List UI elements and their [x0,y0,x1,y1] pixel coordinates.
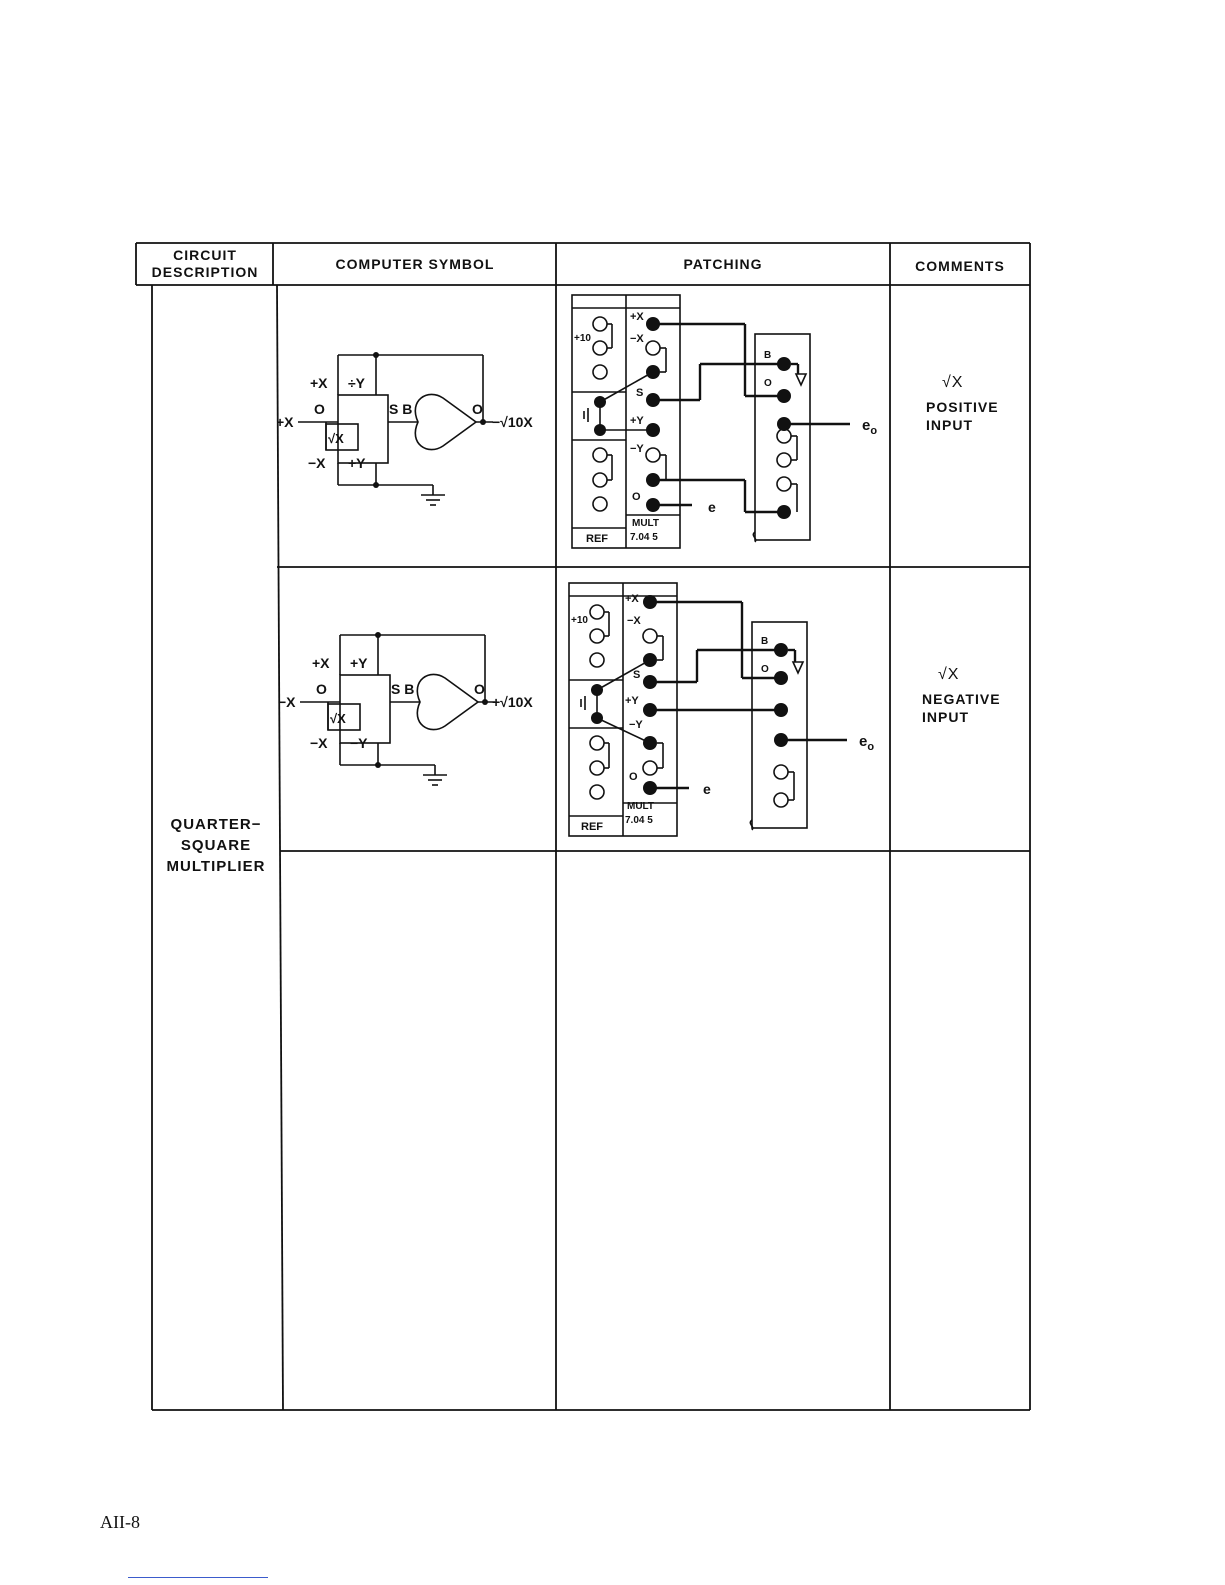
symbol-sqrt: √X [330,711,346,726]
symbol-bottom-right: −Y [350,735,368,751]
patch-label-minus-x: −X [630,333,644,345]
patch-label-e: e [703,781,711,797]
patch-label-plus-y: +Y [625,695,639,707]
symbol-amp-o: O [472,401,483,417]
patch-label-minus-y: −Y [629,719,643,731]
symbol-input-left: +X [278,414,294,430]
symbol-output: −√10X [492,414,533,430]
symbol-input-left: −X [280,694,296,710]
patch-label-plus-x: +X [630,311,644,323]
patch-label-mult-number: 7.04 5 [625,815,653,826]
patch-label-mult: MULT [627,801,654,812]
symbol-top-left: +X [310,375,328,391]
patch-label-plus10: +10 [574,333,591,344]
patch-label-plus-y: +Y [630,415,644,427]
patch-label-s: S [636,387,643,399]
description-line-2: SQUARE [160,835,272,856]
comment-2-symbol: √X [938,666,1001,684]
patch-label-eo: eo [862,417,877,437]
patch-label-ref: REF [586,533,608,545]
patch-label-ref: REF [581,821,603,833]
symbol-sqrt: √X [328,431,344,446]
description-line-3: MULTIPLIER [160,856,272,877]
computer-symbol-diagram-1: +X ÷Y O +X √X S B O −√10X −X +Y [278,340,558,540]
patch-label-minus-x: −X [627,615,641,627]
patch-label-b: B [764,350,771,361]
symbol-bottom-left: −X [310,735,328,751]
comment-2-line-1: NEGATIVE [922,690,1001,708]
symbol-sb: S B [391,681,414,697]
symbol-amp-o: O [474,681,485,697]
patching-diagram-1: +10 REF +X −X S +Y −Y O MULT 7.04 5 B O … [560,290,890,555]
symbol-sb: S B [389,401,412,417]
header-comments: COMMENTS [894,258,1026,275]
patch-label-mult: MULT [632,518,659,529]
patch-label-b: B [761,636,768,647]
header-patching: PATCHING [560,256,886,273]
patch-label-eo: eo [859,733,874,753]
symbol-port-o: O [316,681,327,697]
header-circuit-description: CIRCUIT DESCRIPTION [142,247,268,281]
symbol-output: +√10X [492,694,533,710]
header-computer-symbol: COMPUTER SYMBOL [280,256,550,273]
symbol-top-left: +X [312,655,330,671]
comment-1-symbol: √X [942,374,999,392]
bottom-edge-mark [128,1577,268,1578]
comment-1-line-2: INPUT [926,416,999,434]
comment-2-line-2: INPUT [922,708,1001,726]
patch-label-plus10: +10 [571,615,588,626]
patching-diagram-2: +10 REF +X −X S +Y −Y O MULT 7.04 5 B O … [557,578,887,843]
comment-1-line-1: POSITIVE [926,398,999,416]
circuit-description: QUARTER− SQUARE MULTIPLIER [160,814,272,877]
patch-label-o: O [632,491,641,503]
symbol-top-right: +Y [350,655,368,671]
comment-1: √X POSITIVE INPUT [926,374,999,434]
patch-label-plus-x: +X [625,593,639,605]
patch-label-o: O [629,771,638,783]
symbol-port-o: O [314,401,325,417]
patch-label-s: S [633,669,640,681]
symbol-bottom-left: −X [308,455,326,471]
patch-label-amp-o: O [764,378,772,389]
comment-2: √X NEGATIVE INPUT [922,666,1001,726]
page-number: AII-8 [100,1512,140,1533]
patch-label-minus-y: −Y [630,443,644,455]
patch-label-mult-number: 7.04 5 [630,532,658,543]
symbol-top-right: ÷Y [348,375,366,391]
description-line-1: QUARTER− [160,814,272,835]
patch-label-e: e [708,499,716,515]
symbol-bottom-right: +Y [348,455,366,471]
computer-symbol-diagram-2: +X +Y O −X √X S B O +√10X −X −Y [280,620,560,820]
patch-label-amp-o: O [761,664,769,675]
